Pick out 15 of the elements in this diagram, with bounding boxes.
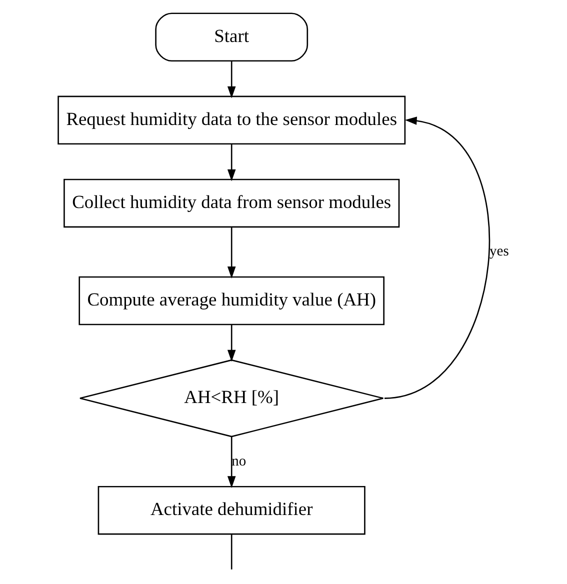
- node-box: Collect humidity data from sensor modules: [63, 178, 400, 228]
- arrow: [226, 227, 236, 278]
- edge-label: yes: [489, 244, 508, 260]
- node-box: Request humidity data to the sensor modules: [57, 96, 406, 145]
- node-box: Compute average humidity value (AH): [78, 276, 384, 326]
- arrow: [226, 324, 236, 362]
- arrow: [226, 144, 236, 182]
- arrow: [384, 116, 490, 399]
- arrow: [226, 436, 236, 488]
- node-box: Start: [154, 12, 308, 62]
- node-box: Activate dehumidifier: [97, 486, 365, 535]
- arrow: [226, 61, 236, 98]
- edge-label: no: [231, 453, 246, 470]
- node-diamond: AH<RH [%]: [78, 359, 384, 438]
- connector: [230, 534, 232, 570]
